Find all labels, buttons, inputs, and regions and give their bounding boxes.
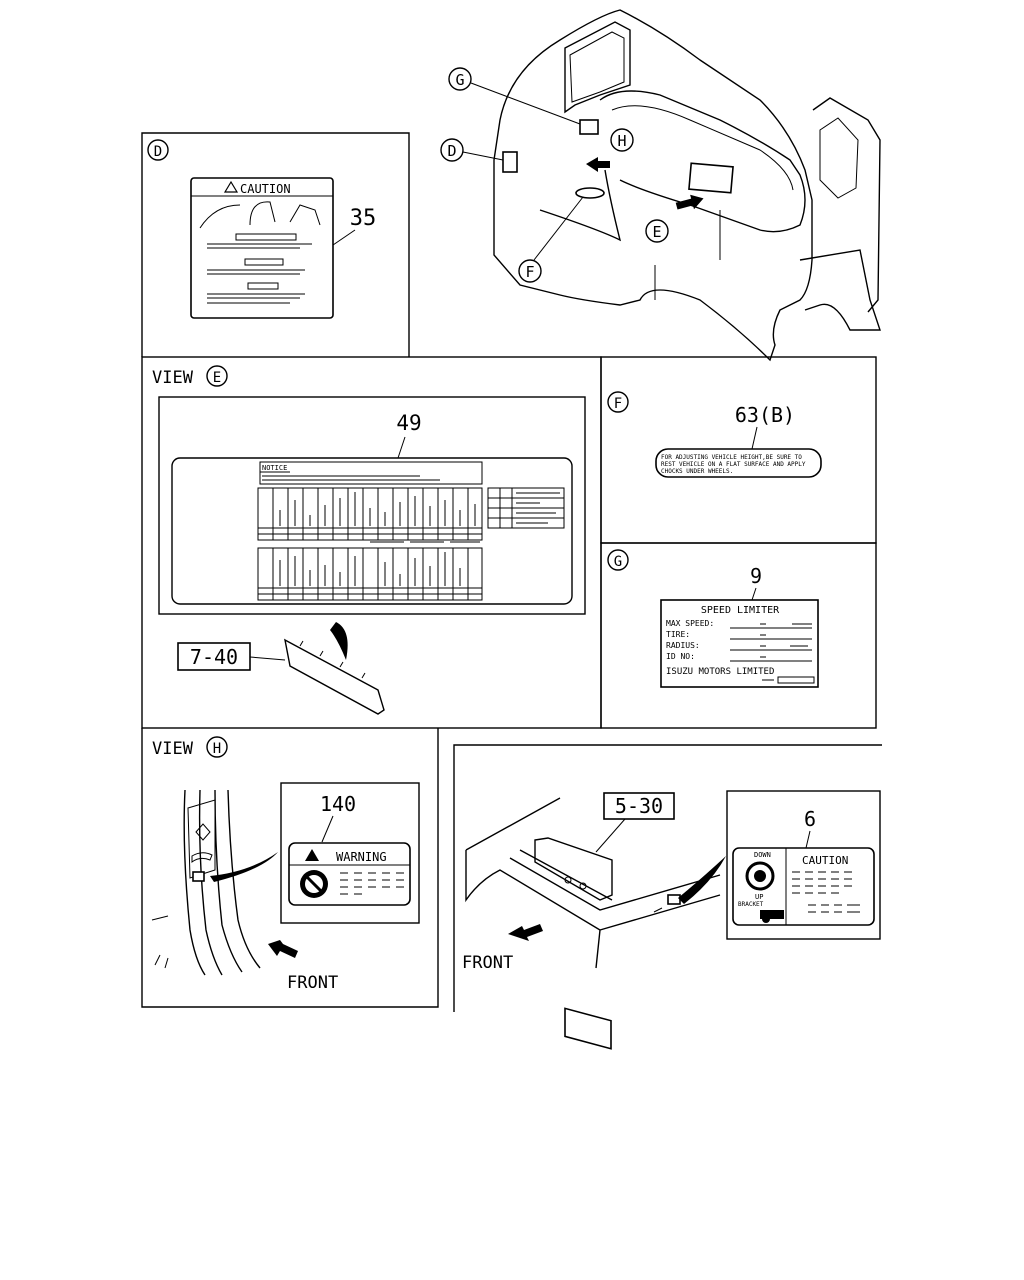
svg-text:FOR ADJUSTING VEHICLE HEIGHT,B: FOR ADJUSTING VEHICLE HEIGHT,BE SURE TO: [661, 454, 802, 461]
callout-e: E: [645, 219, 669, 243]
svg-text:MAX SPEED:: MAX SPEED:: [666, 619, 714, 628]
svg-text:BRACKET: BRACKET: [738, 901, 764, 908]
svg-text:F: F: [525, 263, 534, 281]
svg-text:DOWN: DOWN: [754, 851, 771, 859]
speed-limiter-label: [660, 599, 819, 688]
view-h-label: VIEW: [152, 739, 194, 759]
caution-title: CAUTION: [240, 182, 291, 196]
svg-text:G: G: [455, 71, 464, 89]
panel-view-h: VIEW H 140 WARNING FRONT: [141, 728, 439, 1008]
ref-no-7-40: 7-40: [190, 645, 238, 669]
part-no-35: 35: [350, 206, 377, 231]
ref-no-5-30: 5-30: [615, 794, 663, 818]
maker-name: ISUZU MOTORS LIMITED: [666, 667, 774, 677]
warning-triangle-icon: [305, 849, 319, 861]
svg-text:REST VEHICLE ON A FLAT SURFACE: REST VEHICLE ON A FLAT SURFACE AND APPLY: [661, 461, 806, 468]
bracket-icon: [760, 910, 784, 919]
height-adjust-label: [655, 448, 822, 478]
part-no-9: 9: [750, 564, 762, 588]
panel-frame: 5-30 FRONT 6 DOWN UP BRACKET CAUTION: [453, 744, 882, 1050]
panel-f: F 63(B) FOR ADJUSTING VEHICLE HEIGHT,BE …: [600, 356, 877, 544]
panel-d: D CAUTION 35: [141, 132, 410, 357]
svg-text:CHOCKS UNDER WHEELS.: CHOCKS UNDER WHEELS.: [661, 468, 733, 475]
notice-table-upper: [257, 487, 483, 541]
callout-h: H: [610, 128, 634, 152]
svg-text:TIRE:: TIRE:: [666, 630, 690, 639]
svg-text:ID NO:: ID NO:: [666, 652, 695, 661]
caution-title-6: CAUTION: [802, 854, 848, 867]
callout-g: G: [448, 67, 581, 125]
svg-text:E: E: [213, 370, 221, 386]
svg-text:UP: UP: [755, 893, 763, 901]
svg-text:G: G: [614, 554, 622, 570]
front-arrow-icon: [268, 940, 298, 958]
svg-text:H: H: [213, 741, 221, 757]
notice-title: NOTICE: [262, 464, 287, 472]
part-no-6: 6: [804, 807, 816, 831]
front-label-h: FRONT: [287, 973, 338, 993]
callout-f: F: [518, 196, 584, 283]
svg-text:RADIUS:: RADIUS:: [666, 641, 700, 650]
svg-text:D: D: [154, 144, 162, 160]
front-label-frame: FRONT: [462, 953, 513, 973]
notice-table-lower: [257, 547, 483, 601]
svg-text:H: H: [617, 132, 626, 150]
part-no-49: 49: [396, 411, 421, 435]
ref-box-5-30: [603, 792, 675, 820]
front-arrow-icon-2: [508, 924, 543, 941]
speed-limiter-title: SPEED LIMITER: [701, 605, 780, 616]
ref-box-7-40: [177, 642, 251, 671]
panel-view-e: VIEW E 49 NOTICE 7-40: [141, 356, 602, 729]
svg-text:E: E: [652, 223, 661, 241]
rotation-dial-icon: [745, 861, 775, 891]
part-no-140: 140: [320, 792, 356, 816]
cab-overview: [493, 9, 881, 362]
warning-title: WARNING: [336, 850, 387, 864]
caution-triangle-icon: [223, 180, 239, 193]
view-label: VIEW: [152, 368, 194, 388]
svg-text:F: F: [614, 396, 622, 412]
callout-d: D: [440, 138, 504, 162]
part-no-63b: 63(B): [735, 403, 795, 427]
panel-g: G 9 SPEED LIMITER MAX SPEED: TIRE: RADIU…: [600, 542, 877, 729]
svg-text:D: D: [447, 142, 456, 160]
